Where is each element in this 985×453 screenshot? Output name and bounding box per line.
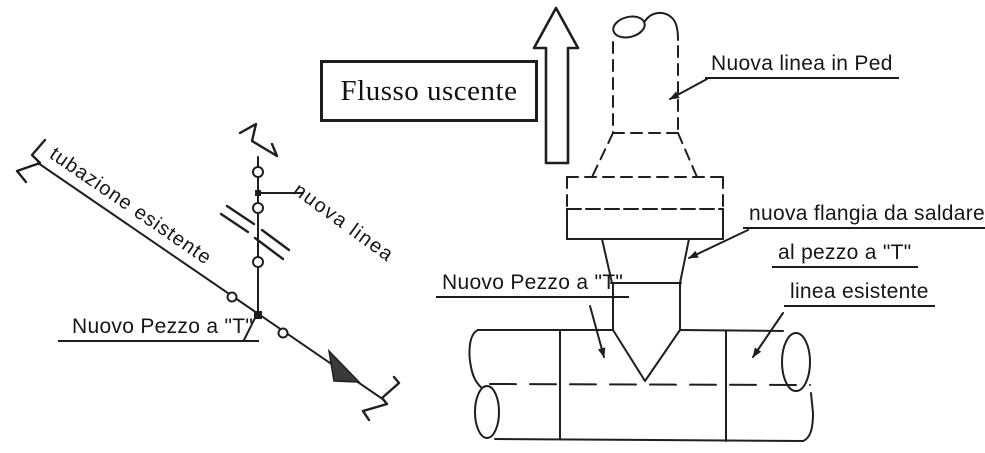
left-schematic	[15, 122, 401, 422]
label-new-pe-line: Nuova linea in Ped	[705, 52, 899, 80]
label-tee-piece-left: Nuovo Pezzo a "T"	[58, 315, 260, 343]
pe-line-leader	[669, 78, 708, 100]
label-new-flange-line2: al pezzo a "T"	[772, 241, 918, 269]
pipe-end-ellipse	[474, 385, 500, 439]
pipe-right-shoulder	[802, 392, 814, 442]
flow-arrowhead-icon	[327, 348, 361, 383]
fitting-symbol	[252, 202, 264, 214]
new-pe-pipe	[591, 11, 698, 178]
fitting-symbol	[252, 166, 264, 178]
label-existing-line: linea esistente	[784, 280, 935, 308]
new-flange	[566, 176, 724, 240]
break-symbol-icon	[15, 138, 47, 184]
label-new-flange-line1: nuova flangia da saldare	[743, 202, 985, 230]
existing-line-leader	[752, 312, 784, 358]
fitting-symbol	[226, 291, 238, 303]
break-symbol-icon	[361, 375, 401, 422]
tee-v-notch	[612, 329, 681, 382]
flow-direction-box: Flusso uscente	[320, 60, 538, 122]
right-diagram	[468, 6, 814, 442]
tee-leader	[589, 305, 606, 358]
fitting-symbol	[252, 256, 264, 268]
existing-pipeline-line	[37, 162, 385, 401]
slash-marks-icon	[219, 204, 291, 261]
pipe-end-ellipse	[781, 332, 811, 392]
pipe-top-curve	[644, 11, 679, 41]
fitting-symbol	[277, 327, 289, 339]
tee-neck	[601, 238, 690, 382]
pipe-end-ellipse	[612, 15, 646, 39]
flow-direction-arrow-icon	[532, 6, 580, 165]
break-symbol-icon	[238, 122, 279, 158]
pipe-centerline	[489, 383, 811, 386]
tee-label-leader	[243, 315, 257, 341]
flow-box-label: Flusso uscente	[340, 74, 518, 107]
pipe-left-shoulder	[468, 329, 483, 389]
tee-junction-node	[254, 311, 262, 319]
branch-node	[255, 190, 261, 196]
label-tee-piece-right: Nuovo Pezzo a "T"	[436, 271, 630, 299]
flange-leader	[688, 229, 749, 259]
existing-pipe	[468, 329, 814, 442]
